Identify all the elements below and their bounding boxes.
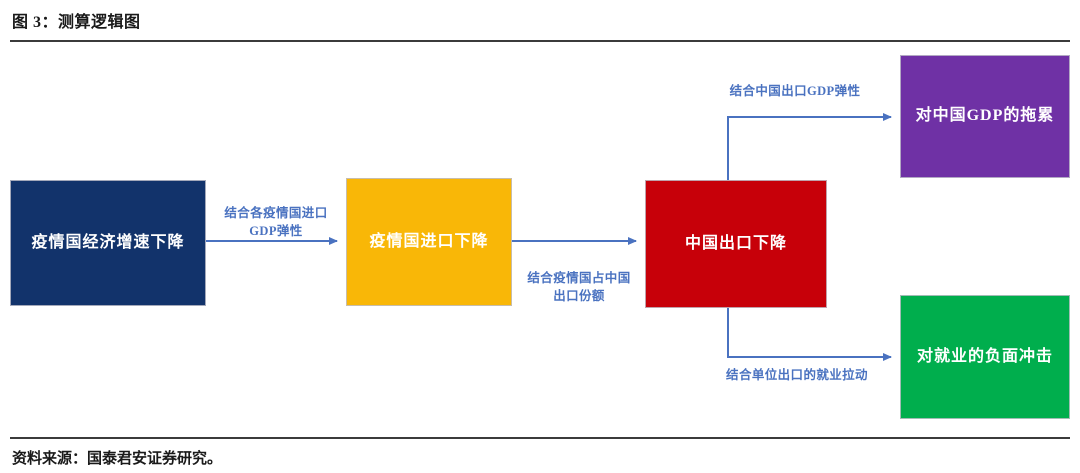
node-epidemic-growth: 疫情国经济增速下降 bbox=[10, 180, 206, 306]
figure-source: 资料来源：国泰君安证券研究。 bbox=[12, 451, 223, 467]
connector-exports-to-gdp bbox=[727, 113, 892, 180]
bottom-divider bbox=[10, 437, 1070, 439]
edge-label-exports-to-employment-line1: 结合单位出口的就业拉动 bbox=[726, 368, 868, 382]
node-china-gdp-drag: 对中国GDP的拖累 bbox=[900, 55, 1070, 178]
node-epidemic-imports-label: 疫情国进口下降 bbox=[369, 232, 489, 250]
edge-label-imports-to-exports: 结合疫情国占中国 出口份额 bbox=[512, 269, 646, 305]
node-epidemic-growth-label: 疫情国经济增速下降 bbox=[31, 233, 185, 251]
connector-exports-to-employment bbox=[727, 308, 892, 361]
edge-label-growth-to-imports-line1: 结合各疫情国进口 bbox=[224, 206, 328, 220]
edge-label-growth-to-imports: 结合各疫情国进口 GDP弹性 bbox=[207, 204, 345, 240]
connector-layer bbox=[206, 113, 892, 361]
edge-label-imports-to-exports-line1: 结合疫情国占中国 bbox=[527, 271, 631, 285]
node-employment-impact: 对就业的负面冲击 bbox=[900, 295, 1070, 419]
node-china-gdp-drag-label: 对中国GDP的拖累 bbox=[915, 107, 1055, 125]
node-employment-impact-label: 对就业的负面冲击 bbox=[916, 347, 1053, 365]
edge-label-exports-to-gdp: 结合中国出口GDP弹性 bbox=[712, 82, 878, 100]
figure-title: 图 3：测算逻辑图 bbox=[12, 14, 141, 31]
edge-label-exports-to-employment: 结合单位出口的就业拉动 bbox=[706, 366, 888, 384]
edge-label-exports-to-gdp-line1: 结合中国出口GDP弹性 bbox=[729, 84, 861, 98]
node-epidemic-imports: 疫情国进口下降 bbox=[346, 178, 512, 306]
top-divider bbox=[10, 40, 1070, 42]
diagram-canvas: 疫情国经济增速下降 疫情国进口下降 中国出口下降 对中国GDP的拖累 对就业的负… bbox=[0, 44, 1080, 434]
node-china-exports: 中国出口下降 bbox=[645, 180, 827, 308]
edge-label-growth-to-imports-line2: GDP弹性 bbox=[249, 224, 303, 239]
node-china-exports-label: 中国出口下降 bbox=[684, 234, 787, 252]
edge-label-imports-to-exports-line2: 出口份额 bbox=[553, 289, 605, 304]
